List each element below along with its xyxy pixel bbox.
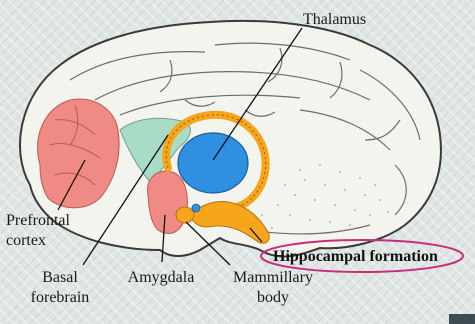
prefrontal-label-line2: cortex: [6, 232, 46, 249]
hippocampal-formation-label: Hippocampal formation: [273, 248, 438, 265]
mammillary-body-region: [176, 207, 194, 223]
thalamus-region: [178, 133, 248, 193]
thalamus-label: Thalamus: [303, 11, 366, 28]
mammillary-label-line2: body: [257, 289, 289, 306]
basal-forebrain-label-line1: Basal: [42, 269, 78, 286]
basal-forebrain-label-line2: forebrain: [31, 289, 90, 306]
prefrontal-label-line1: Prefrontal: [6, 212, 71, 229]
corner-block: [449, 314, 475, 324]
mammillary-label-line1: Mammillary: [233, 269, 313, 286]
amygdala-label: Amygdala: [128, 269, 195, 286]
amygdala-region: [148, 171, 188, 233]
